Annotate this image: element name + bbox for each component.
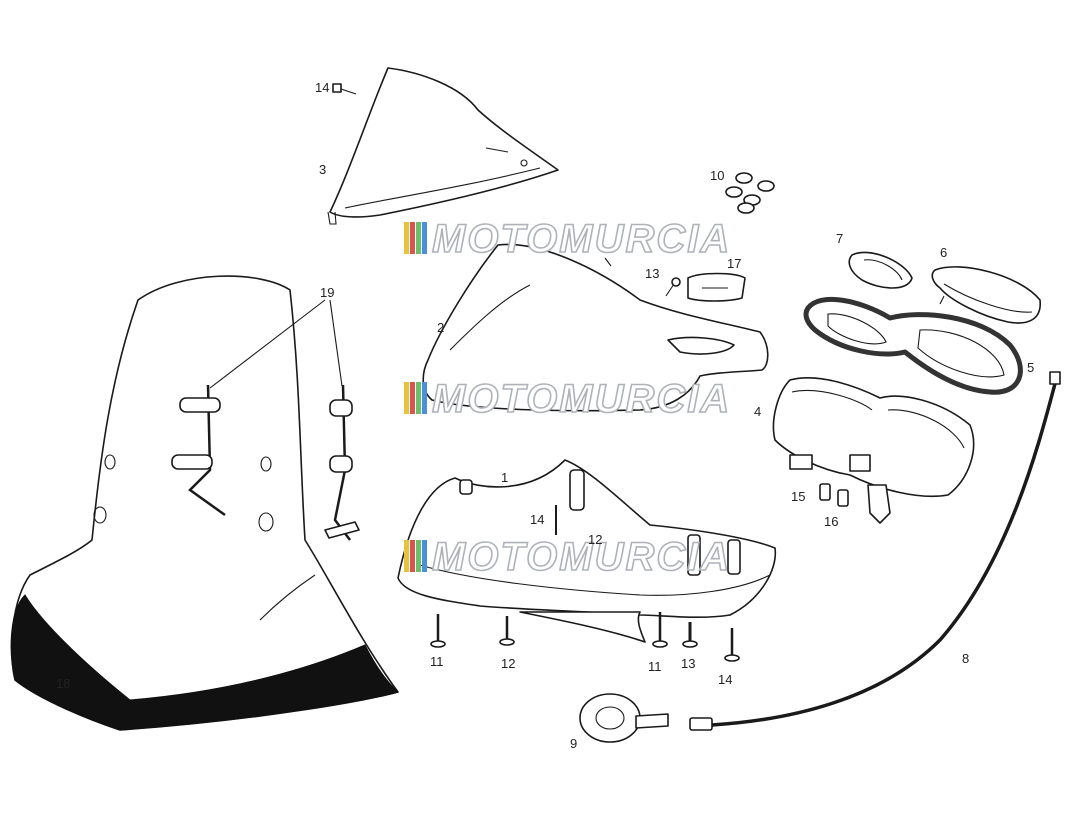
- part-14-screw-top: [332, 83, 357, 95]
- part-8-speedo-cable: [689, 371, 1061, 731]
- part-14-screw-lower: [724, 628, 740, 662]
- part-7-small-bezel: [848, 251, 913, 289]
- label-7: 7: [836, 231, 843, 246]
- label-11-left: 11: [430, 654, 444, 669]
- label-10: 10: [710, 168, 724, 183]
- label-19: 19: [320, 285, 334, 300]
- part-18-windshield: [10, 275, 399, 731]
- watermark-top: MOTOMURCIA: [404, 216, 731, 262]
- part-2-front-cover: [422, 243, 769, 412]
- part-19-bracket-left: [171, 384, 226, 517]
- watermark-bottom: MOTOMURCIA: [404, 534, 731, 580]
- part-4-instrument-cluster: [772, 377, 975, 524]
- label-6: 6: [940, 245, 947, 260]
- label-14-top: 14: [315, 80, 329, 95]
- label-13-lower: 13: [681, 656, 695, 671]
- label-9: 9: [570, 736, 577, 751]
- watermark-text: MOTOMURCIA: [432, 217, 731, 261]
- part-16-bulb: [837, 489, 849, 507]
- label-1: 1: [501, 470, 508, 485]
- label-15: 15: [791, 489, 805, 504]
- label-11-right: 11: [648, 659, 662, 674]
- part-11-screw-left: [430, 614, 446, 648]
- part-12-screw-lower: [499, 616, 515, 646]
- part-13-screw-lower: [682, 622, 698, 648]
- part-9-drive-gear: [579, 693, 669, 743]
- label-4: 4: [754, 404, 761, 419]
- part-13-screw-upper: [665, 277, 681, 297]
- label-18: 18: [56, 676, 70, 691]
- part-15-bulb: [819, 483, 831, 501]
- watermark-middle: MOTOMURCIA: [404, 376, 731, 422]
- label-16: 16: [824, 514, 838, 529]
- label-12-middle: 12: [588, 532, 602, 547]
- part-3-fairing-top: [327, 67, 559, 225]
- part-17-emblem-cap: [687, 272, 746, 302]
- label-8: 8: [962, 651, 969, 666]
- label-14-lower: 14: [718, 672, 732, 687]
- part-11-screw-right: [652, 612, 668, 648]
- label-13-upper: 13: [645, 266, 659, 281]
- part-10-grommets: [725, 172, 775, 214]
- label-14-middle: 14: [530, 512, 544, 527]
- label-17: 17: [727, 256, 741, 271]
- part-19-bracket-right: [324, 384, 360, 541]
- watermark-text: MOTOMURCIA: [432, 535, 731, 579]
- part-19-leader-lines: [209, 299, 343, 389]
- watermark-text: MOTOMURCIA: [432, 377, 731, 421]
- label-5: 5: [1027, 360, 1034, 375]
- label-12-lower: 12: [501, 656, 515, 671]
- part-6-large-bezel: [931, 266, 1041, 324]
- label-2: 2: [437, 320, 444, 335]
- part-5-gasket: [803, 296, 1023, 395]
- part-1-lower-cover: [397, 459, 777, 643]
- label-3: 3: [319, 162, 326, 177]
